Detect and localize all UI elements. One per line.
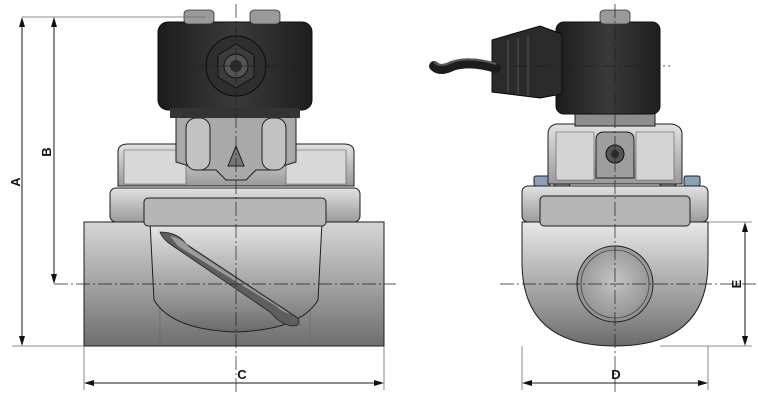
dimension-A: A (8, 16, 205, 347)
dimension-label-C: C (237, 367, 247, 382)
dimension-label-B: B (39, 147, 54, 156)
side-solenoid-coil (555, 21, 661, 115)
dimension-C: C (83, 346, 385, 390)
dimension-E: E (660, 221, 752, 347)
dimension-label-D: D (611, 367, 620, 382)
dimension-D: D (521, 346, 709, 390)
dimension-label-A: A (8, 177, 23, 187)
front-view: A B C (8, 4, 396, 392)
bolt (683, 175, 701, 187)
dimension-B: B (39, 17, 57, 284)
side-view: D E (429, 4, 758, 392)
dimension-label-E: E (729, 279, 744, 288)
side-cable-connector (491, 25, 563, 99)
side-power-cable (429, 58, 501, 74)
